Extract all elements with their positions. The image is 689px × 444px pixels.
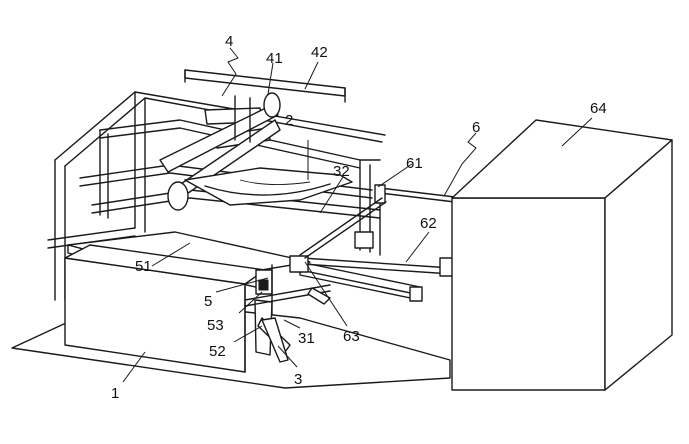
lifting-assembly	[244, 264, 331, 363]
label-31: 31	[298, 330, 315, 347]
label-62: 62	[420, 215, 437, 232]
slide-carriage	[289, 255, 309, 273]
label-42: 42	[311, 44, 328, 61]
label-41: 41	[266, 50, 283, 67]
arm-and-rail	[299, 184, 456, 277]
reference-numerals: 4 41 42 2 32 61 6 64 62 63 51 5 53 31 52…	[111, 33, 607, 402]
leader-lines	[122, 47, 593, 383]
label-6: 6	[472, 119, 480, 136]
main-body	[64, 244, 266, 373]
label-64: 64	[590, 100, 607, 117]
cabinet	[451, 119, 673, 391]
label-32: 32	[333, 163, 350, 180]
label-53: 53	[207, 317, 224, 334]
tray	[184, 167, 353, 206]
label-4: 4	[225, 33, 233, 50]
label-5: 5	[204, 293, 212, 310]
label-2: 2	[285, 112, 293, 129]
label-3: 3	[294, 371, 302, 388]
label-51: 51	[135, 258, 152, 275]
label-61: 61	[406, 155, 423, 172]
label-1: 1	[111, 385, 119, 402]
label-63: 63	[343, 328, 360, 345]
label-52: 52	[209, 343, 226, 360]
track	[299, 257, 453, 302]
